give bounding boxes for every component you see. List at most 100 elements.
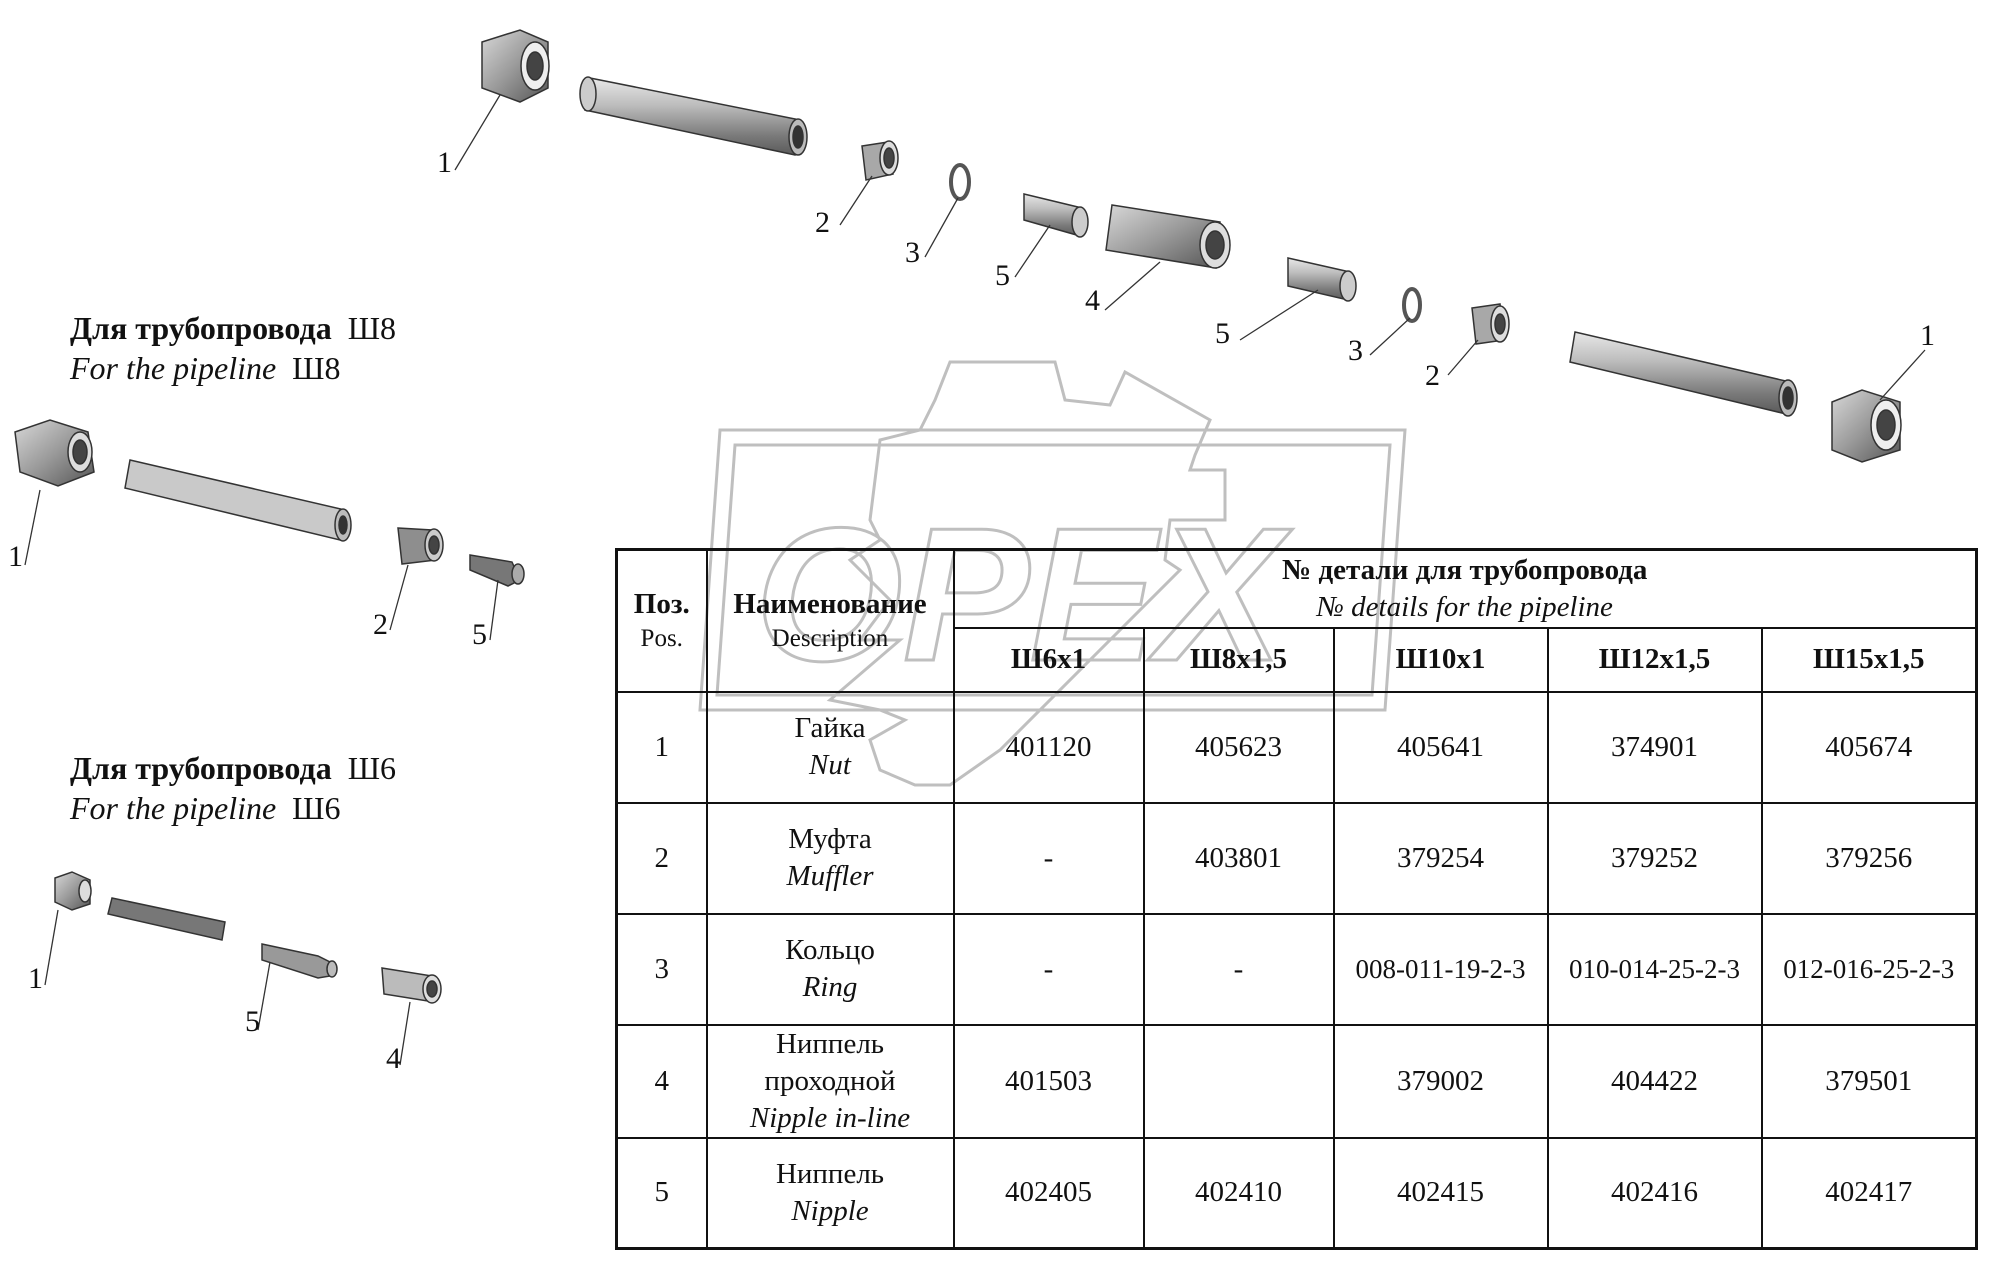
callout-label: 2 (815, 206, 830, 239)
sh6-assembly (54, 871, 442, 1004)
row-name-ru: Ниппель (775, 1027, 885, 1060)
row-name-ru: Кольцо (785, 934, 875, 966)
ring-part (949, 163, 971, 201)
part-number-cell: 402415 (1332, 1136, 1549, 1250)
row-pos: 4 (615, 1023, 708, 1139)
title-size: Ш8 (292, 350, 341, 386)
callout-label: 2 (373, 608, 388, 641)
part-number-cell: 402417 (1760, 1136, 1978, 1250)
muffler-part (1471, 303, 1510, 345)
title-size: Ш6 (292, 790, 341, 826)
part-number-cell: 402405 (952, 1136, 1145, 1250)
size-header: Ш8х1,5 (1142, 626, 1335, 693)
callout-label: 1 (28, 962, 43, 995)
nipple-inline-part (1105, 204, 1231, 269)
nut-part (481, 29, 550, 103)
part-number-cell: 405623 (1142, 690, 1335, 804)
row-name-en: Ring (802, 971, 858, 1003)
row-name-en: Nut (809, 749, 851, 781)
sh6-title: Для трубопровода Ш6 For the pipeline Ш6 (70, 748, 396, 828)
title-ru: Для трубопровода (70, 310, 332, 346)
sh8-leader-lines (24, 489, 499, 641)
title-en: For the pipeline (70, 350, 277, 386)
title-ru: Для трубопровода (70, 750, 332, 786)
part-number-cell: 379256 (1760, 801, 1978, 915)
part-number-cell: 402410 (1142, 1136, 1335, 1250)
header-pos-en: Pos. (640, 625, 683, 653)
size-header: Ш12х1,5 (1546, 626, 1763, 693)
size-header: Ш6х1 (952, 626, 1145, 693)
parts-table: Поз. Pos. Наименование Description № дет… (615, 548, 1978, 1250)
nut-part (54, 871, 92, 911)
callout-label: 5 (245, 1005, 260, 1038)
part-number-cell: 008-011-19-2-3 (1332, 912, 1549, 1026)
tube-part (107, 897, 226, 941)
table-sizes-row: Ш6х1 Ш8х1,5 Ш10х1 Ш12х1,5 Ш15х1,5 (617, 626, 1978, 693)
callout-label: 5 (1215, 317, 1230, 350)
part-number-cell: 010-014-25-2-3 (1546, 912, 1763, 1026)
sh8-assembly (14, 419, 525, 587)
sh8-title: Для трубопровода Ш8 For the pipeline Ш8 (70, 308, 396, 388)
tube-part (579, 76, 808, 156)
title-en: For the pipeline (70, 790, 277, 826)
size-header: Ш15х1,5 (1760, 626, 1978, 693)
size-header: Ш10х1 (1332, 626, 1549, 693)
nut-part (1831, 389, 1902, 463)
nipple-part (261, 943, 338, 979)
part-number-cell: - (1142, 912, 1335, 1026)
callout-label: 5 (995, 259, 1010, 292)
row-pos: 1 (615, 690, 708, 804)
part-number-cell: - (952, 912, 1145, 1026)
row-name-en: Muffler (786, 860, 874, 892)
muffler-part (861, 140, 899, 181)
header-pos: Поз. Pos. (615, 548, 708, 693)
header-group-en: № details for the pipeline (1316, 590, 1613, 623)
top-callouts: 1 2 3 5 4 5 3 2 1 (437, 146, 1935, 392)
callout-label: 3 (905, 236, 920, 269)
part-number-cell: 379002 (1332, 1023, 1549, 1139)
tube-part (1569, 331, 1798, 417)
part-number-cell: - (952, 801, 1145, 915)
callout-label: 1 (1920, 319, 1935, 352)
callout-label: 1 (8, 540, 23, 573)
nipple-part (469, 554, 525, 587)
callout-label: 5 (472, 618, 487, 651)
row-pos: 2 (615, 801, 708, 915)
row-name-ru: Муфта (788, 823, 872, 855)
row-name-en: Nipple (791, 1194, 869, 1227)
part-number-cell: 402416 (1546, 1136, 1763, 1250)
callout-label: 3 (1348, 334, 1363, 367)
part-number-cell: 405641 (1332, 690, 1549, 804)
part-number-cell: 401120 (952, 690, 1145, 804)
part-number-cell: 374901 (1546, 690, 1763, 804)
nipple-inline-part (381, 967, 442, 1004)
header-name-en: Description (771, 625, 889, 653)
row-name-ru: Гайка (794, 712, 866, 744)
callout-label: 1 (437, 146, 452, 179)
header-group-ru: № детали для трубопровода (1282, 553, 1648, 586)
header-group: № детали для трубопровода № details for … (952, 548, 1978, 629)
header-name: Наименование Description (705, 548, 955, 693)
part-number-cell: 405674 (1760, 690, 1978, 804)
title-size: Ш8 (347, 310, 396, 346)
callout-label: 4 (1085, 284, 1100, 317)
top-assembly (481, 29, 1902, 463)
nut-part (14, 419, 95, 487)
table-header-row: Поз. Pos. Наименование Description № дет… (615, 548, 1978, 693)
title-size: Ш6 (347, 750, 396, 786)
ring-part (1402, 287, 1422, 323)
nipple-part (1023, 193, 1089, 238)
part-number-cell: 379252 (1546, 801, 1763, 915)
callout-label: 4 (386, 1042, 401, 1075)
part-number-cell: 012-016-25-2-3 (1760, 912, 1978, 1026)
row-name-ru: Ниппель (775, 1157, 885, 1190)
sh6-leader-lines (44, 909, 411, 1066)
